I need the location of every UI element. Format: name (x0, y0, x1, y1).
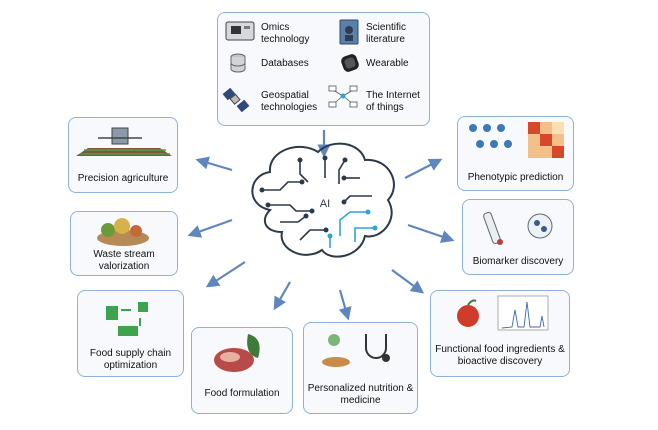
arrow-to-food-formulation (273, 281, 291, 311)
sequencer-icon (225, 21, 255, 41)
app-label-precision-agriculture: Precision agriculture (77, 173, 169, 184)
app-label-waste-stream: Waste stream valorization (93, 249, 155, 272)
app-label-biomarker: Biomarker discovery (472, 256, 564, 267)
arrow-to-waste-stream (187, 218, 233, 238)
arrow-to-functional-food (391, 269, 425, 294)
app-box-biomarker (462, 199, 574, 275)
app-label-functional-food: Functional food ingredients & bioactive … (435, 344, 565, 367)
arrow-to-supply-chain (205, 261, 246, 288)
apple-spectrum-icon (457, 295, 549, 331)
source-label-wearable: Wearable (366, 58, 409, 69)
arrows (187, 130, 455, 321)
heatmap-icon (469, 122, 564, 158)
app-label-supply-chain: Food supply chain optimization (89, 348, 172, 371)
brain-circuit-icon (251, 142, 395, 258)
satellite-icon (222, 87, 250, 113)
tractor-field-icon (76, 127, 172, 156)
app-box-personalized-nutrition (303, 322, 418, 414)
ai-label: AI (319, 198, 331, 210)
source-label-databases: Databases (261, 58, 309, 69)
app-label-personalized-nutrition: Personalized nutrition & medicine (307, 383, 414, 406)
arrow-to-personalized-nutrition (338, 289, 352, 321)
book-icon (339, 19, 359, 45)
app-label-food-formulation: Food formulation (204, 388, 280, 399)
database-icon (230, 53, 246, 73)
supply-chain-icon (106, 302, 148, 336)
network-icon (328, 85, 358, 108)
app-label-phenotypic: Phenotypic prediction (467, 172, 564, 183)
source-label-geospatial: Geospatial technologies (261, 90, 318, 113)
food-waste-icon (97, 218, 149, 246)
meat-icon (214, 334, 260, 372)
arrow-to-phenotypic (404, 158, 443, 179)
sample-tube-icon (483, 211, 553, 245)
source-label-literature: Scientific literature (366, 22, 407, 45)
source-label-omics: Omics technology (261, 22, 310, 45)
arrow-to-precision-agriculture (195, 156, 233, 172)
smartwatch-icon (341, 54, 359, 72)
stethoscope-icon (322, 334, 390, 367)
source-label-iot: The Internet of things (366, 90, 420, 113)
arrow-to-biomarker (407, 223, 455, 243)
